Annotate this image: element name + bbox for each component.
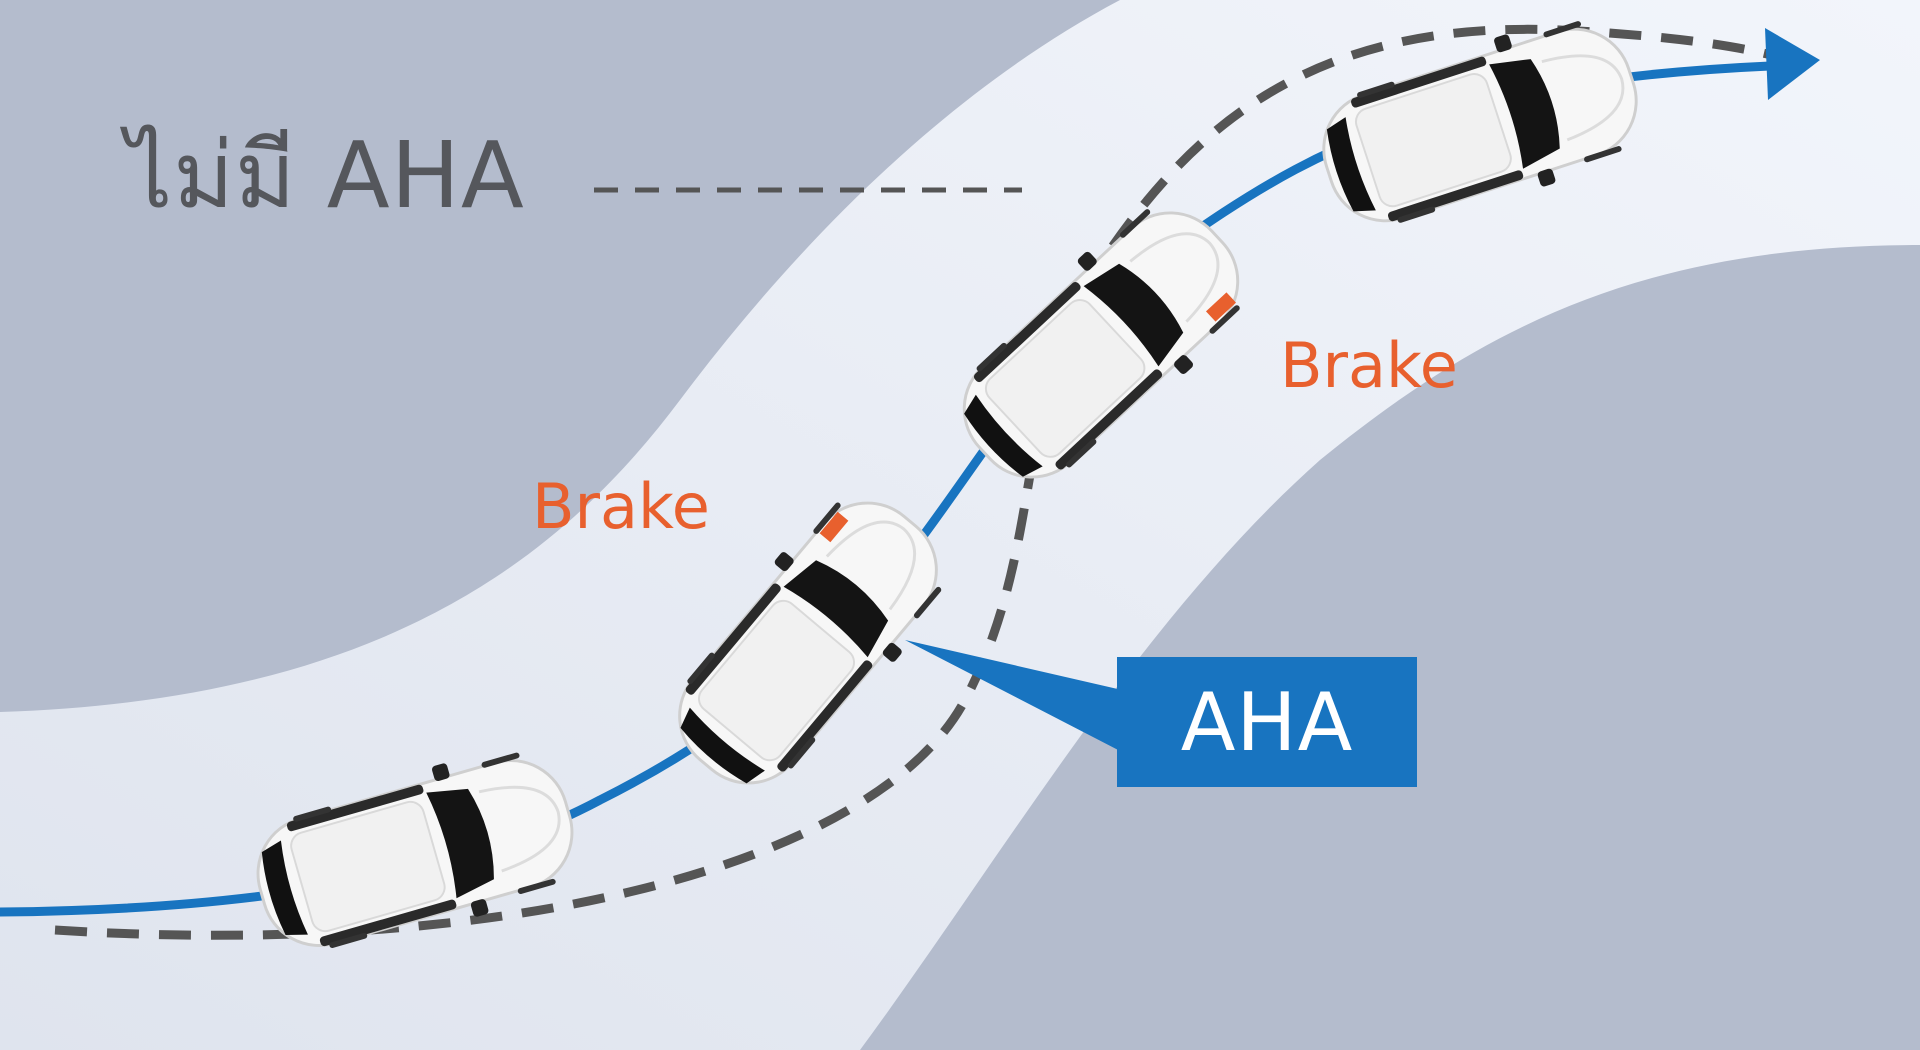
aha-callout-text: AHA [1180, 675, 1354, 769]
brake-label-lower: Brake [532, 470, 710, 543]
no-aha-label: ไม่มี AHA [126, 122, 525, 229]
arrow-head-icon [1765, 28, 1820, 100]
brake-label-upper: Brake [1280, 329, 1458, 402]
brake-light-marker-upper [1205, 292, 1237, 322]
aha-callout-box: AHA [1117, 657, 1417, 787]
aha-callout-pointer [905, 640, 1122, 752]
brake-light-marker-lower [819, 511, 849, 543]
